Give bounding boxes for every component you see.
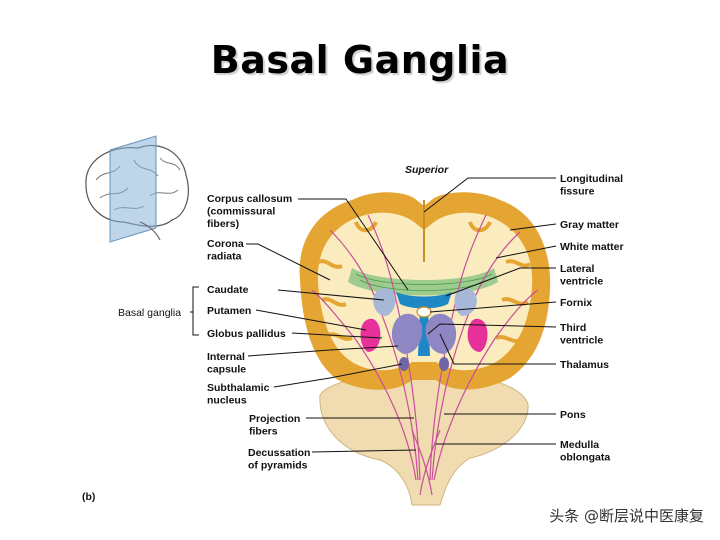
- label-thalamus: Thalamus: [560, 359, 609, 371]
- brain-orientation-icon: [85, 135, 189, 243]
- label-white-matter: White matter: [560, 241, 624, 253]
- label-gray-matter: Gray matter: [560, 219, 619, 231]
- label-corpus-callosum: Corpus callosum (commissural fibers): [207, 193, 295, 230]
- group-label-basal-ganglia: Basal ganglia: [118, 307, 181, 319]
- coronal-section: [299, 192, 551, 506]
- right-labels: Longitudinal fissure Gray matter White m…: [560, 173, 626, 464]
- label-putamen: Putamen: [207, 305, 251, 317]
- orientation-superior: Superior: [405, 164, 449, 176]
- label-subthalamic-nucleus: Subthalamic nucleus: [207, 382, 272, 407]
- left-labels: Corpus callosum (commissural fibers) Cor…: [207, 193, 313, 472]
- label-internal-capsule: Internal capsule: [207, 351, 248, 376]
- label-medulla-oblongata: Medulla oblongata: [560, 439, 610, 464]
- label-corona-radiata: Corona radiata: [207, 238, 247, 263]
- label-longitudinal-fissure: Longitudinal fissure: [560, 173, 626, 198]
- panel-label: (b): [82, 491, 95, 503]
- label-pons: Pons: [560, 409, 586, 421]
- left-leader-lines: [190, 198, 417, 453]
- label-projection-fibers: Projection fibers: [249, 413, 303, 438]
- label-caudate: Caudate: [207, 284, 249, 296]
- page-title: Basal Ganglia: [210, 38, 510, 82]
- label-globus-pallidus: Globus pallidus: [207, 328, 286, 340]
- label-decussation-of-pyramids: Decussation of pyramids: [248, 447, 313, 472]
- label-fornix: Fornix: [560, 297, 592, 309]
- watermark-text: 头条 @断层说中医康复: [549, 507, 704, 525]
- right-leader-lines: [423, 177, 557, 445]
- label-third-ventricle: Third ventricle: [560, 322, 603, 347]
- label-lateral-ventricle: Lateral ventricle: [560, 263, 603, 288]
